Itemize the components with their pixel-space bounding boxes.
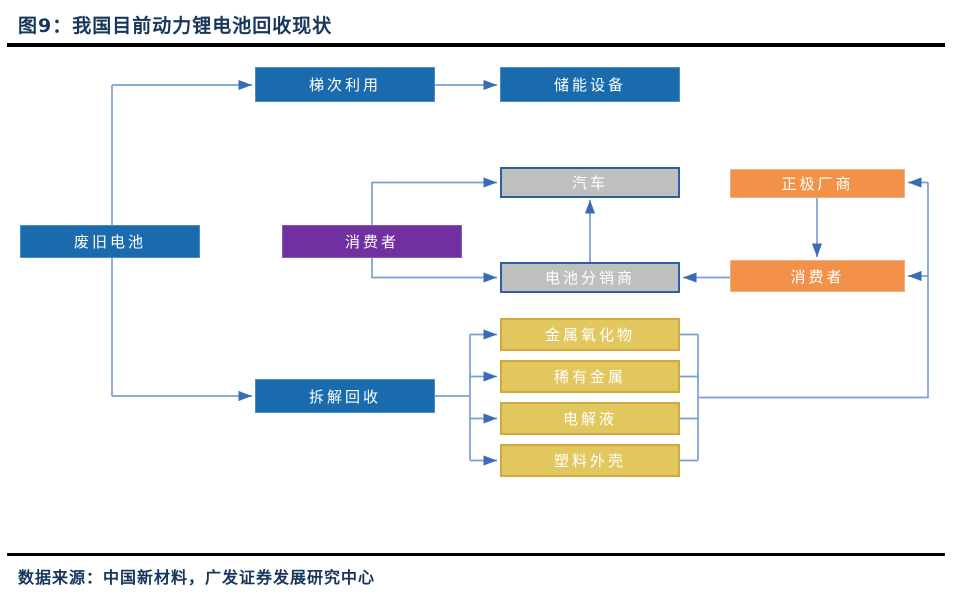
node-cathode-maker: 正极厂商: [730, 169, 905, 198]
node-storage-device: 储能设备: [500, 67, 680, 102]
node-electrolyte: 电解液: [500, 402, 680, 435]
title-divider: [7, 43, 945, 47]
figure-title: 图9：我国目前动力锂电池回收现状: [18, 15, 333, 37]
source-divider: [7, 553, 945, 556]
node-metal-oxide: 金属氧化物: [500, 318, 680, 351]
node-consumer-right: 消费者: [730, 260, 905, 292]
node-rare-metal: 稀有金属: [500, 360, 680, 393]
edge-consumer-to-distributor: [371, 258, 497, 283]
data-source: 数据来源：中国新材料，广发证券发展研究中心: [18, 568, 376, 587]
edge-return-loop: [698, 182, 929, 399]
node-dismantle-recycle: 拆解回收: [255, 379, 435, 413]
node-waste-battery: 废旧电池: [20, 225, 200, 258]
node-battery-distributor: 电池分销商: [500, 262, 680, 293]
edge-consumer-to-auto: [371, 177, 497, 225]
node-consumer-mid: 消费者: [282, 225, 462, 258]
node-automobile: 汽车: [500, 167, 680, 198]
node-plastic-shell: 塑料外壳: [500, 444, 680, 477]
node-cascade-use: 梯次利用: [255, 67, 435, 102]
